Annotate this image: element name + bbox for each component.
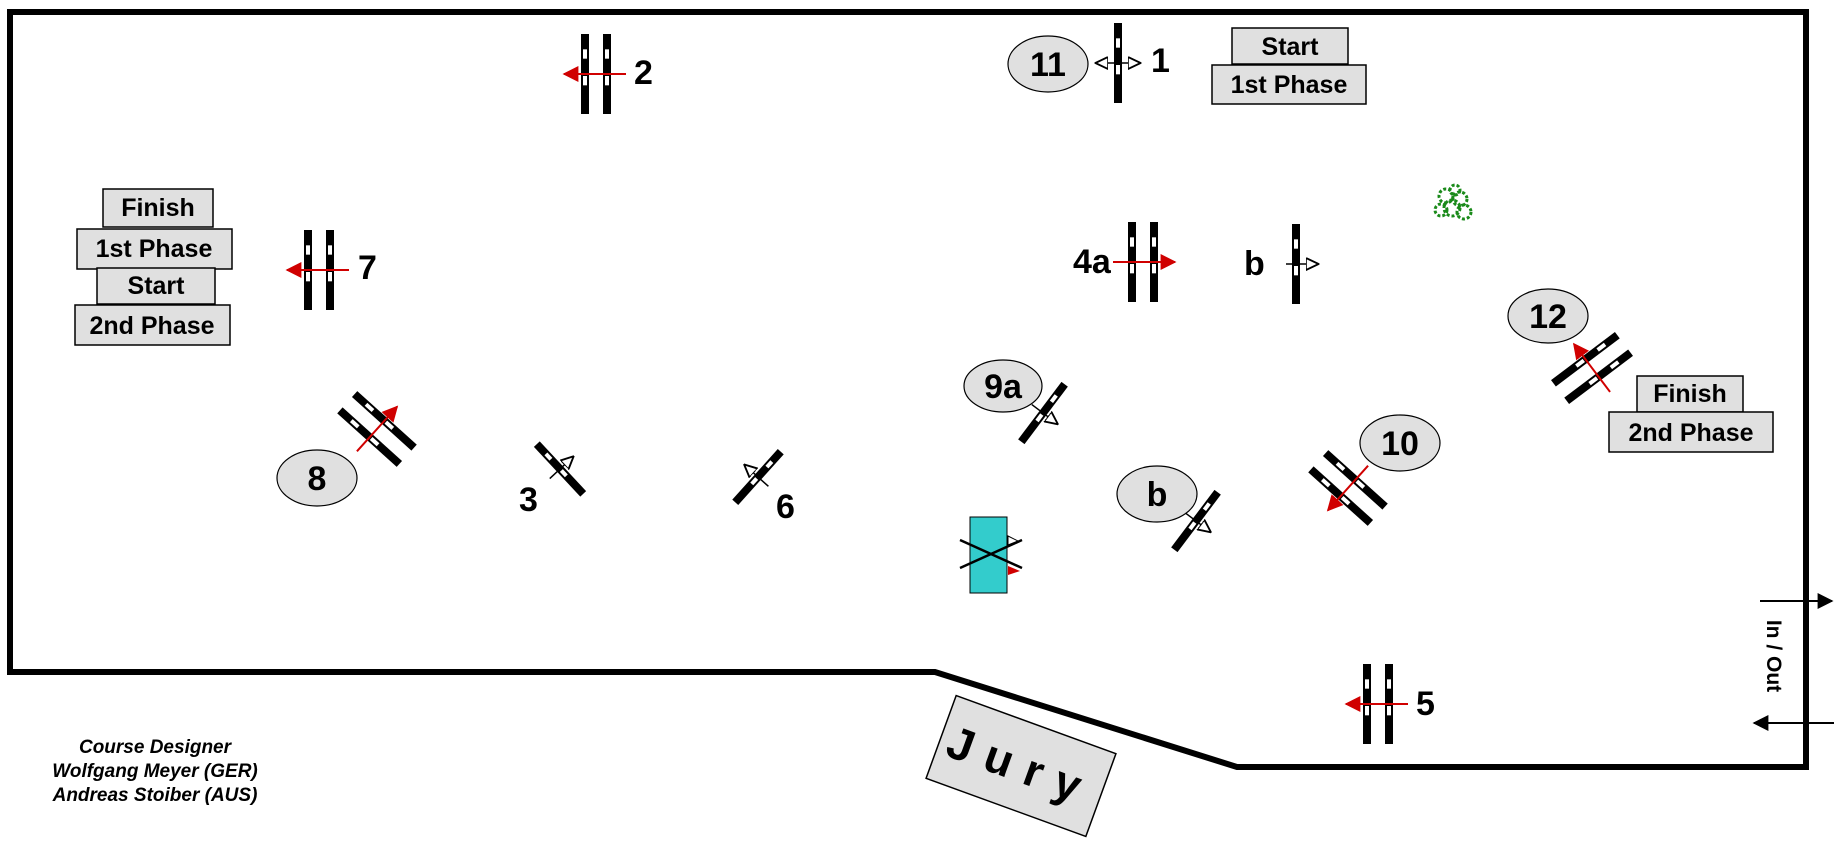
fence-9b [1171, 489, 1221, 553]
fence-3 [533, 441, 587, 497]
fence-9a-direction-arrow [1031, 403, 1058, 424]
credits-designer-1: Wolfgang Meyer (GER) [52, 761, 258, 782]
water-obstacle [959, 516, 1023, 594]
oval-9b-label: b [1147, 476, 1168, 514]
obstacle-number-4a: 4a [1073, 243, 1112, 281]
obstacle-number-1: 1 [1151, 42, 1170, 80]
fence-1 [1096, 23, 1140, 103]
fence-8 [337, 391, 417, 467]
obstacle-number-7: 7 [358, 249, 377, 287]
course-designer-credits: Course Designer Wolfgang Meyer (GER) And… [20, 736, 290, 808]
sign-finish-phase2-line2: 2nd Phase [1628, 419, 1753, 447]
fence-12 [1551, 331, 1633, 405]
fence-2 [562, 34, 626, 114]
sign-left-line3: Start [128, 272, 186, 300]
sign-start-phase1: Start 1st Phase [1211, 27, 1367, 105]
fence-12-direction-arrow [1572, 342, 1611, 393]
oval-8: 8 [276, 449, 358, 507]
sign-finish-phase2: Finish 2nd Phase [1608, 375, 1774, 453]
jury-box: Jury [925, 694, 1117, 838]
fence-4a [1113, 222, 1177, 302]
fence-6 [732, 449, 784, 505]
oval-9b: b [1116, 465, 1198, 523]
oval-8-label: 8 [308, 460, 327, 498]
fence-9b-direction-arrow [1184, 511, 1211, 532]
gate-label: In / Out [1762, 620, 1785, 692]
oval-9a-label: 9a [984, 368, 1023, 406]
shrub-icon [1433, 183, 1473, 221]
fence-9a [1018, 381, 1068, 445]
gate-in-out: In / Out [1752, 593, 1834, 731]
sign-left-line1: Finish [121, 194, 195, 222]
sign-finish-start-left: Finish 1st Phase Start 2nd Phase [74, 188, 233, 346]
credits-title: Course Designer [78, 737, 232, 758]
obstacle-number-5: 5 [1416, 685, 1435, 723]
fence-5 [1344, 664, 1408, 744]
sign-start-phase1-line2: 1st Phase [1231, 71, 1348, 99]
oval-11-label: 11 [1030, 46, 1066, 84]
oval-12-label: 12 [1529, 298, 1567, 336]
oval-10-label: 10 [1381, 425, 1419, 463]
credits-designer-2: Andreas Stoiber (AUS) [52, 785, 258, 806]
sign-start-phase1-line1: Start [1262, 33, 1320, 61]
oval-11: 11 [1007, 35, 1089, 93]
fence-layer [285, 23, 1633, 744]
sign-left-line4: 2nd Phase [89, 312, 214, 340]
fence-3-direction-arrow [549, 457, 573, 480]
fence-10-direction-arrow [1326, 465, 1369, 512]
fence-10 [1308, 450, 1388, 526]
fence-6-direction-arrow [745, 465, 769, 487]
fence-8-direction-arrow [356, 405, 399, 452]
oval-12: 12 [1507, 288, 1589, 344]
sign-finish-phase2-line1: Finish [1653, 380, 1727, 408]
obstacle-number-2: 2 [634, 54, 653, 92]
obstacle-number-4b: b [1244, 245, 1265, 283]
obstacle-number-6: 6 [776, 488, 795, 526]
oval-10: 10 [1359, 414, 1441, 472]
arena-boundary [7, 9, 1809, 770]
oval-9a: 9a [963, 359, 1043, 413]
fence-4b [1286, 224, 1318, 304]
sign-left-line2: 1st Phase [96, 235, 213, 263]
obstacle-number-3: 3 [519, 481, 538, 519]
fence-7 [285, 230, 349, 310]
